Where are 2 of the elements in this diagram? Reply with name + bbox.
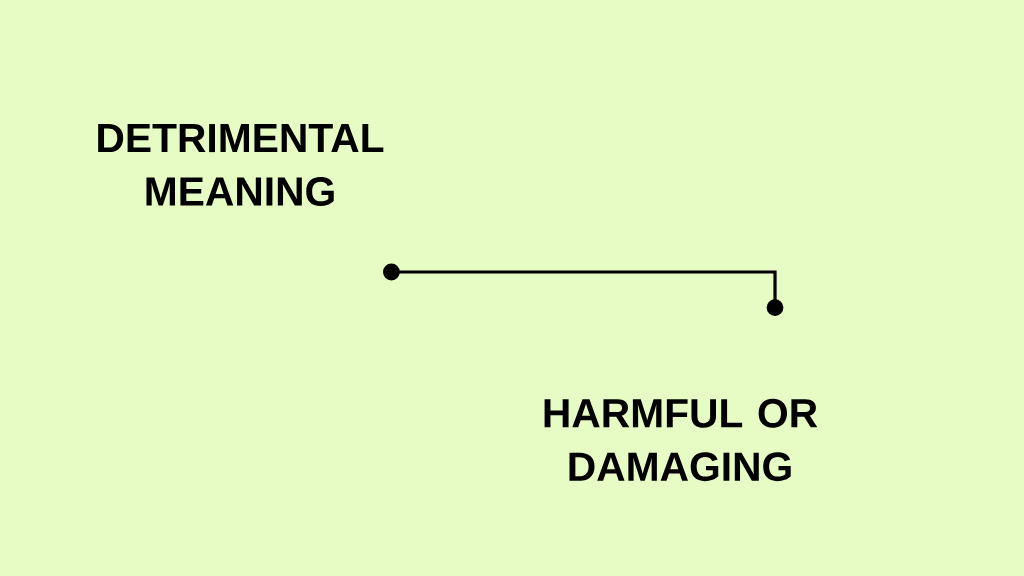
- heading-text: DETRIMENTAL MEANING: [98, 124, 384, 206]
- heading-text: HARMFUL OR DAMAGING: [544, 398, 818, 482]
